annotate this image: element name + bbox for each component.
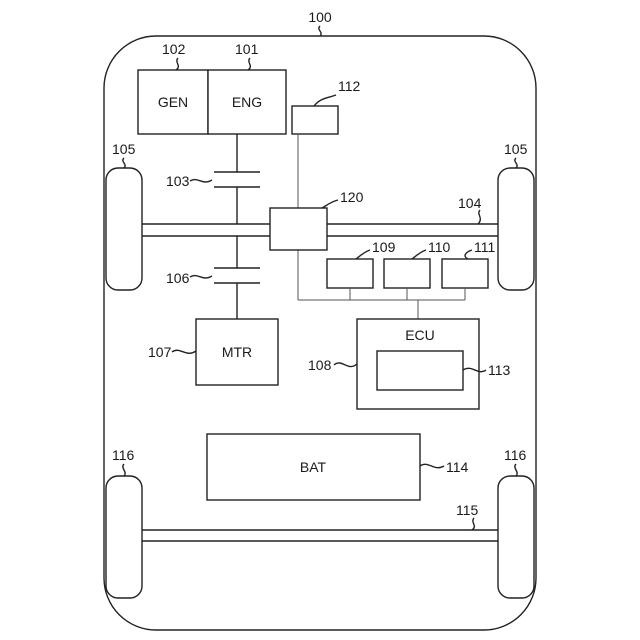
leader-front-left-wheel — [123, 158, 125, 168]
rear-right-wheel — [498, 476, 534, 598]
transmission-block — [270, 208, 327, 250]
ref-sensor-b: 110 — [428, 239, 451, 255]
leader-transmission — [322, 200, 338, 208]
ref-clutch-lower: 106 — [166, 270, 190, 286]
leader-sensor-b — [412, 250, 426, 259]
leader-clutch-lower — [190, 276, 212, 278]
ref-transmission: 120 — [340, 189, 364, 205]
ref-rear-left-wheel: 116 — [112, 447, 135, 463]
ref-rear-axle: 115 — [456, 502, 479, 518]
generator-label: GEN — [158, 94, 188, 110]
ref-sensor-a: 109 — [372, 239, 396, 255]
leader-engine — [248, 58, 250, 70]
leader-front-right-wheel — [515, 158, 517, 168]
rear-left-wheel — [106, 476, 142, 598]
motor-label: MTR — [222, 344, 252, 360]
ref-sensor-c: 111 — [474, 239, 495, 255]
leader-battery — [420, 464, 444, 467]
leader-sensor-c — [465, 250, 472, 259]
ref-ecu: 108 — [308, 357, 332, 373]
ecu-label: ECU — [405, 327, 435, 343]
ref-front-right-wheel: 105 — [504, 141, 528, 157]
leader-rear-right-wheel — [515, 464, 517, 476]
leader-unit-top — [314, 95, 336, 106]
ref-generator: 102 — [162, 41, 186, 57]
sensor-111-block — [442, 259, 488, 288]
leader-clutch-upper — [190, 180, 212, 182]
ref-ecu-inner: 113 — [488, 362, 511, 378]
leader-ecu — [334, 363, 357, 367]
ref-engine: 101 — [235, 41, 259, 57]
ref-vehicle: 100 — [308, 9, 332, 25]
leader-motor — [172, 350, 196, 353]
sensor-110-block — [384, 259, 430, 288]
ref-battery: 114 — [446, 459, 469, 475]
ref-front-left-wheel: 105 — [112, 141, 136, 157]
sensor-109-block — [327, 259, 373, 288]
leader-sensor-a — [356, 250, 370, 259]
ref-unit-top: 112 — [338, 78, 361, 94]
leader-rear-left-wheel — [123, 464, 125, 476]
ref-motor: 107 — [148, 344, 172, 360]
leader-generator — [176, 58, 178, 70]
front-left-wheel — [106, 168, 142, 290]
unit-112-block — [292, 106, 338, 134]
leader-vehicle — [319, 26, 321, 36]
battery-label: BAT — [300, 459, 327, 475]
ecu-inner-block — [377, 351, 463, 390]
front-right-wheel — [498, 168, 534, 290]
ref-front-axle: 104 — [458, 195, 482, 211]
ref-rear-right-wheel: 116 — [504, 447, 527, 463]
leader-front-axle — [478, 210, 480, 224]
ref-clutch-upper: 103 — [166, 173, 190, 189]
leader-rear-axle — [472, 518, 474, 530]
engine-label: ENG — [232, 94, 262, 110]
